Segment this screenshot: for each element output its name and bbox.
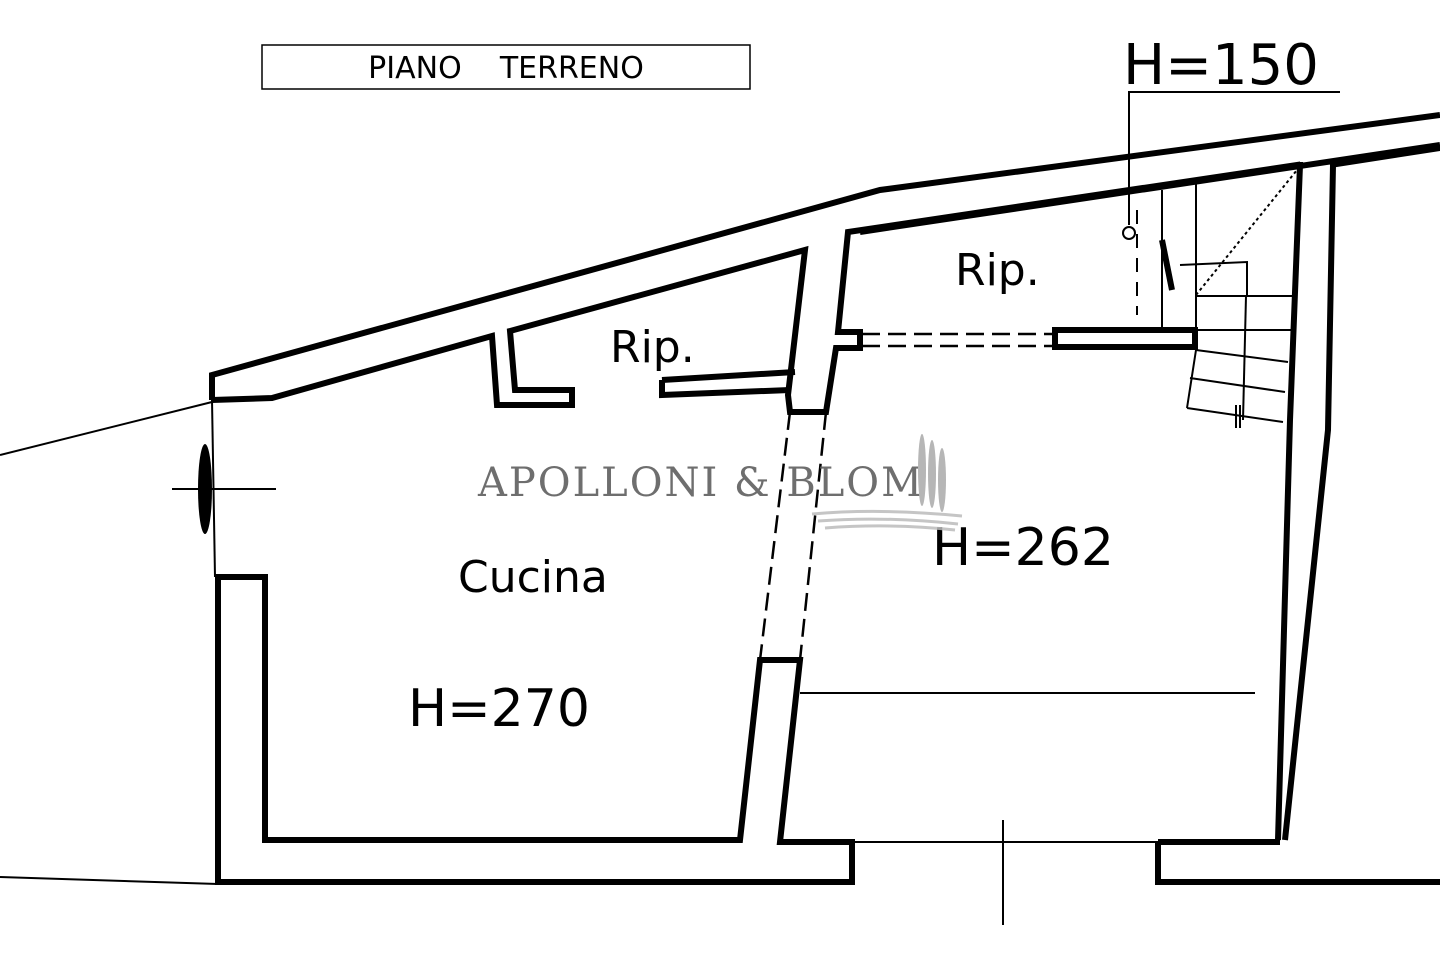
height-label-stair: H=150	[1123, 33, 1319, 98]
height-label-room: H=262	[932, 518, 1114, 578]
svg-text:APOLLONI & BLOM: APOLLONI & BLOM	[477, 460, 924, 506]
opening-dashed	[758, 411, 792, 661]
stair-wall	[1275, 162, 1304, 841]
watermark-logo: APOLLONI & BLOM	[477, 434, 963, 532]
site-line	[0, 876, 219, 885]
site-line	[0, 401, 213, 456]
staircase	[1179, 169, 1298, 428]
inner-wall-top	[211, 161, 1300, 415]
room-label-rip-left: Rip.	[610, 322, 695, 373]
partition-rip-right	[1052, 327, 1198, 350]
outer-wall-top	[209, 112, 1440, 400]
room-label-rip-right: Rip.	[955, 245, 1040, 296]
room-label-cucina: Cucina	[458, 552, 608, 603]
inner-wall-top-right	[859, 142, 1440, 235]
title-box	[261, 44, 751, 90]
height-label-cucina: H=270	[408, 679, 590, 739]
right-wall	[1282, 164, 1336, 841]
plan-title: PIANO TERRENO	[368, 51, 644, 86]
bottom-wall-right	[1155, 839, 1440, 885]
partition-rip-left	[659, 369, 796, 399]
window-symbol	[198, 444, 212, 534]
height-marker	[1122, 91, 1340, 330]
opening-dashed	[798, 411, 828, 661]
